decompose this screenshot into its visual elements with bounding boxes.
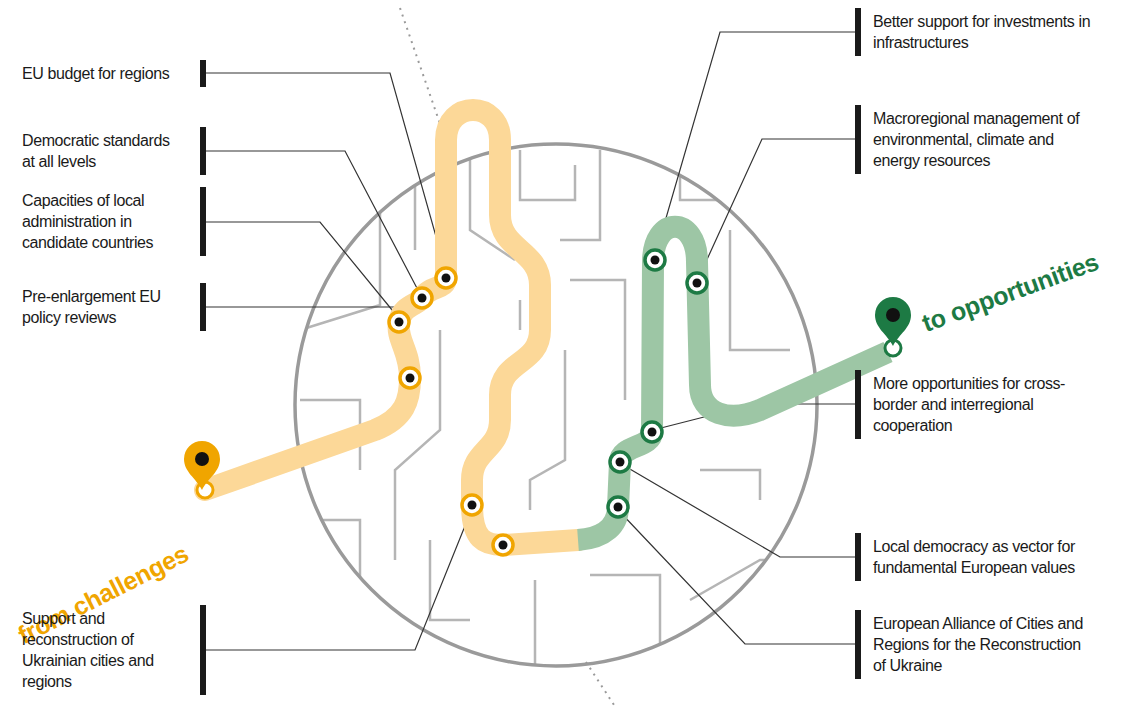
maze-wall [519, 300, 522, 330]
path-dots [389, 250, 707, 555]
start-pin [184, 441, 220, 498]
dot-center [418, 294, 427, 303]
leader-lines [206, 32, 855, 650]
dot-center [442, 274, 451, 283]
dot-center [648, 428, 657, 437]
pin-marker [875, 297, 911, 346]
dot-center [614, 503, 623, 512]
callout-label: European Alliance of Cities and Regions … [855, 610, 1091, 679]
leader-line [206, 73, 446, 272]
dot-center [406, 374, 415, 383]
path-dot [462, 495, 482, 515]
callout-label: Support and reconstruction of Ukrainian … [22, 605, 206, 695]
path-dot [645, 250, 665, 270]
pin-marker [184, 441, 220, 490]
path-dot [608, 497, 628, 517]
dot-center [693, 279, 702, 288]
maze-wall [690, 560, 800, 600]
dot-center [499, 541, 508, 550]
challenge-path [205, 110, 578, 545]
path-dot [610, 452, 630, 472]
callout-label: Better support for investments in infras… [855, 8, 1091, 56]
dot-center [395, 318, 404, 327]
leader-line [206, 511, 471, 650]
opportunity-path [578, 227, 888, 540]
dot-center [468, 501, 477, 510]
maze-wall [560, 150, 600, 240]
leader-line [206, 222, 397, 316]
path-dot [687, 273, 707, 293]
dot-center [651, 256, 660, 265]
maze-wall [520, 150, 575, 200]
maze-wall [730, 230, 790, 350]
path-dot [493, 535, 513, 555]
path-dot [400, 368, 420, 388]
maze-wall [680, 170, 760, 200]
path-end-label: to opportunities [918, 247, 1102, 337]
pin-center [886, 308, 900, 322]
leader-line [699, 139, 855, 277]
callout-label: Local democracy as vector for fundamenta… [855, 533, 1091, 581]
maze-wall [700, 470, 760, 500]
callout-label: Democratic standards at all levels [22, 127, 206, 175]
maze-wall [530, 350, 565, 510]
path-dot [412, 288, 432, 308]
green-rings [608, 250, 707, 517]
path-dot [642, 422, 662, 442]
dotted-divider [586, 662, 616, 708]
leader-line [206, 307, 409, 372]
leader-line [620, 512, 855, 644]
end-pin [875, 297, 911, 356]
callout-label: Capacities of local administration in ca… [22, 187, 206, 256]
maze-wall [414, 160, 417, 250]
maze-wall [590, 575, 660, 680]
callout-label: More opportunities for cross-border and … [855, 370, 1091, 439]
leader-line [623, 465, 855, 557]
callout-label: EU budget for regions [22, 60, 206, 87]
pin-center [195, 452, 209, 466]
maze-wall [430, 540, 470, 620]
orange-rings [389, 268, 513, 555]
dot-center [616, 458, 625, 467]
maze-wall [570, 280, 625, 400]
dot-centers [395, 256, 702, 550]
path-dot [436, 268, 456, 288]
path-dot [389, 312, 409, 332]
callout-label: Pre-enlargement EU policy reviews [22, 283, 206, 331]
callout-label: Macroregional management of environmenta… [855, 105, 1091, 174]
